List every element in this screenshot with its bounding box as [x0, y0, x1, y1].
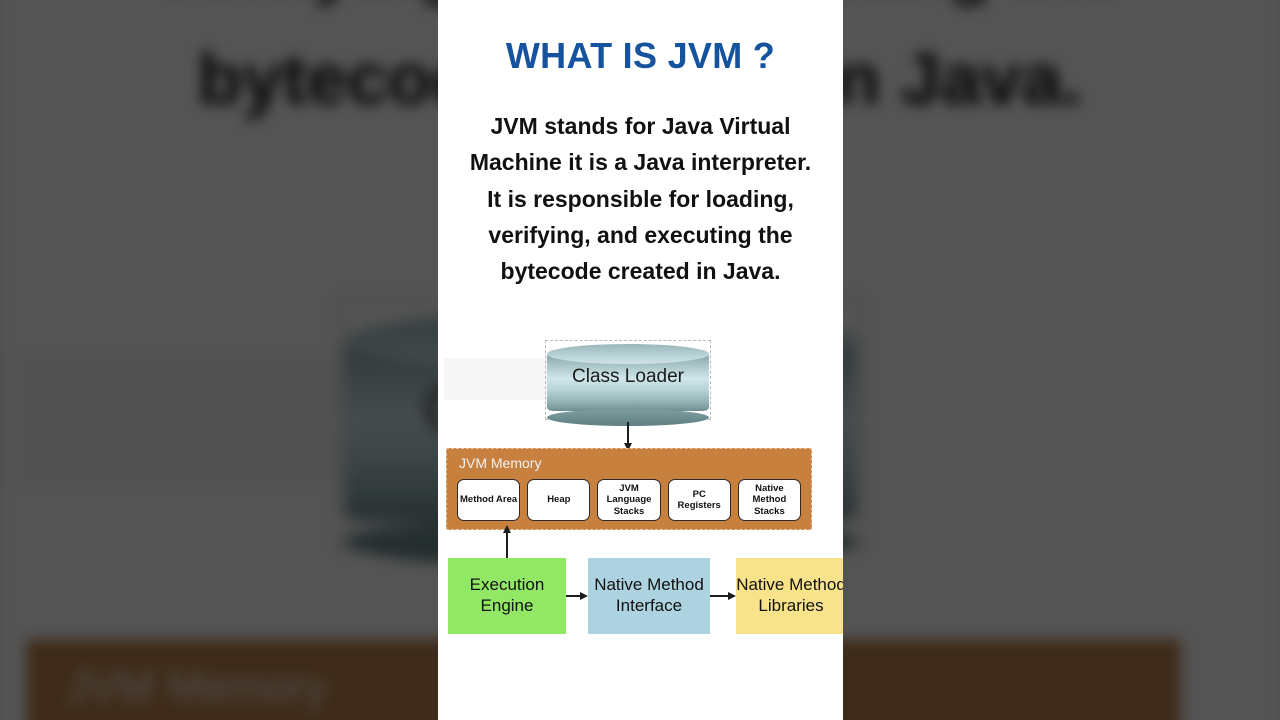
native-method-libraries-box[interactable]: Native Method Libraries — [736, 558, 843, 634]
class-loader-node[interactable]: Class Loader — [545, 340, 711, 426]
class-loader-label: Class Loader — [572, 366, 684, 387]
memory-component-pc-registers[interactable]: PC Registers — [667, 479, 731, 522]
memory-component-jvm-language-stacks[interactable]: JVM Language Stacks — [597, 479, 661, 522]
memory-component-heap[interactable]: Heap — [527, 479, 591, 522]
slide-content: WHAT IS JVM ? JVM stands for Java Virtua… — [438, 0, 843, 720]
slide-body-text: JVM stands for Java Virtual Machine it i… — [469, 113, 812, 285]
engine-row: Execution Engine Native Method Interface… — [438, 558, 843, 634]
execution-engine-box[interactable]: Execution Engine — [448, 558, 566, 634]
arrow-nmi-to-nml-icon — [710, 592, 736, 600]
memory-component-method-area[interactable]: Method Area — [457, 479, 521, 522]
jvm-memory-component-list: Method Area Heap JVM Language Stacks PC … — [457, 479, 802, 522]
memory-component-native-method-stacks[interactable]: Native Method Stacks — [737, 479, 802, 522]
jvm-memory-box[interactable]: JVM Memory Method Area Heap JVM Language… — [446, 448, 812, 530]
arrow-classloader-to-memory-icon — [624, 422, 632, 451]
slide-panel: WHAT IS JVM ? JVM stands for Java Virtua… — [438, 0, 843, 720]
cylinder-bottom-ellipse-icon — [547, 409, 709, 426]
jvm-memory-title: JVM Memory — [459, 455, 542, 471]
background-jvm-memory-title: JVM Memory — [66, 660, 328, 711]
arrow-exec-to-memory-icon — [503, 525, 511, 558]
page-title: WHAT IS JVM ? — [505, 35, 776, 76]
cylinder-top-ellipse-icon — [547, 344, 709, 364]
native-method-interface-box[interactable]: Native Method Interface — [588, 558, 710, 634]
arrow-exec-to-nmi-icon — [566, 592, 588, 600]
jvm-architecture-diagram: Class Loader JVM Memory Method Area Heap… — [438, 330, 843, 660]
